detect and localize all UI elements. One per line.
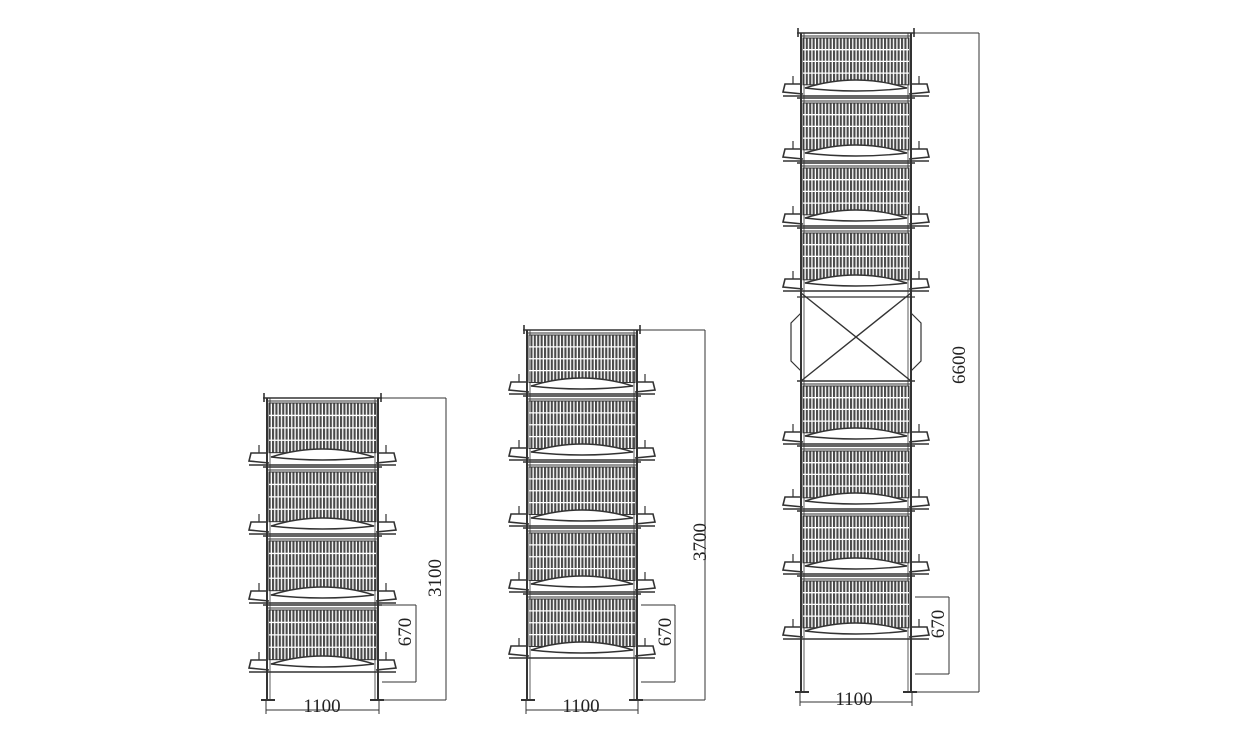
brace-diagonal	[800, 292, 912, 382]
cage-tier	[507, 527, 657, 593]
egg-tray	[804, 209, 908, 222]
height-dimension: 3100	[425, 559, 446, 597]
cage-frame-4-tier	[247, 393, 447, 714]
tier-label: 670	[928, 610, 949, 639]
cage-tier	[507, 395, 657, 461]
width-dimension: 1100	[835, 689, 872, 710]
egg-tray	[804, 79, 908, 92]
width-dimension: 1100	[562, 696, 599, 717]
cage-tier	[507, 461, 657, 527]
width-label: 1100	[303, 696, 340, 717]
tier-label: 670	[655, 618, 676, 647]
cage-tier	[781, 97, 931, 162]
tier-dimension: 670	[655, 618, 676, 647]
cage-tier	[247, 535, 398, 604]
egg-tray	[270, 655, 375, 668]
cage-frame-8-tier	[781, 28, 980, 706]
egg-tray	[270, 517, 375, 530]
tier-label: 670	[395, 618, 416, 647]
height-label: 3700	[690, 523, 711, 561]
egg-tray	[804, 274, 908, 287]
cage-tier	[781, 510, 931, 575]
egg-tray	[804, 144, 908, 157]
cage-tier	[781, 32, 931, 97]
egg-tray	[530, 575, 634, 588]
cage-tier	[247, 466, 398, 535]
egg-tray	[804, 492, 908, 505]
brace-side	[790, 312, 802, 372]
width-dimension: 1100	[303, 696, 340, 717]
cage-tier	[781, 380, 931, 445]
height-label: 6600	[949, 346, 970, 384]
cage-tier	[507, 593, 657, 659]
tier-dimension: 670	[395, 618, 416, 647]
cage-tier	[247, 397, 398, 466]
cage-tier	[507, 329, 657, 395]
brace-side	[910, 312, 922, 372]
width-label: 1100	[835, 689, 872, 710]
cage-tier	[781, 227, 931, 292]
egg-tray	[270, 448, 375, 461]
width-label: 1100	[562, 696, 599, 717]
cross-brace	[790, 292, 922, 382]
egg-tray	[530, 377, 634, 390]
egg-tray	[530, 641, 634, 654]
height-label: 3100	[425, 559, 446, 597]
egg-tray	[530, 443, 634, 456]
egg-tray	[804, 427, 908, 440]
cage-tier	[781, 162, 931, 227]
cage-tier	[781, 445, 931, 510]
cage-frame-5-tier	[507, 325, 706, 714]
egg-tray	[270, 586, 375, 599]
egg-tray	[804, 557, 908, 570]
cage-tier	[781, 575, 931, 640]
egg-tray	[804, 622, 908, 635]
egg-tray	[530, 509, 634, 522]
cage-tier	[247, 604, 398, 673]
height-dimension: 6600	[949, 346, 970, 384]
height-dimension: 3700	[690, 523, 711, 561]
tier-dimension: 670	[928, 610, 949, 639]
